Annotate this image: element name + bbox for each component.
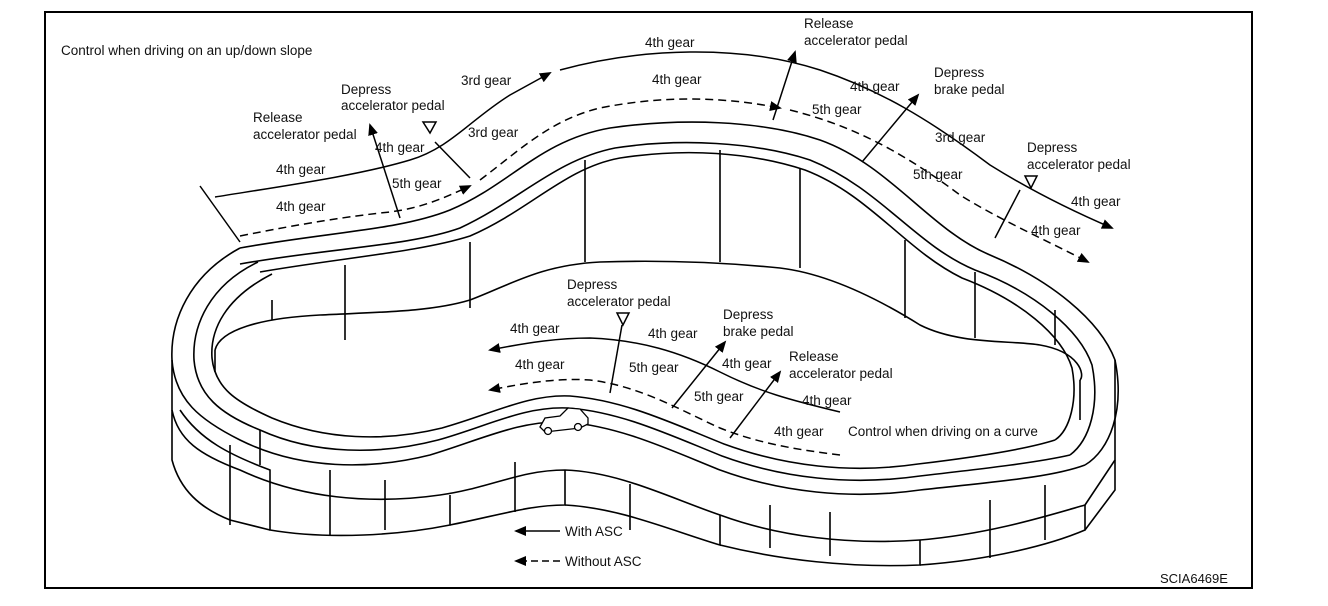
- triangle-curve-depress: [615, 312, 631, 327]
- curve-gear-label: 4th gear: [510, 321, 560, 336]
- event-label: brake pedal: [934, 82, 1005, 97]
- track-wall: [171, 121, 1119, 567]
- legend-lines: [514, 526, 560, 566]
- slope-gear-label: 3rd gear: [468, 125, 519, 140]
- event-label: brake pedal: [723, 324, 794, 339]
- curve-gear-label: 5th gear: [629, 360, 679, 375]
- slope-gear-label: 4th gear: [652, 72, 702, 87]
- curve-path-with-asc: [488, 337, 841, 413]
- marker-curve-depress: [609, 324, 623, 394]
- slope-gear-label: 4th gear: [1031, 223, 1081, 238]
- slope-gear-label: 5th gear: [392, 176, 442, 191]
- slope-path-without-asc-3: [789, 109, 1090, 263]
- legend-without-asc: Without ASC: [565, 554, 642, 569]
- curve-title: Control when driving on a curve: [848, 424, 1038, 439]
- slope-gear-label: 3rd gear: [935, 130, 986, 145]
- slope-gear-label: 4th gear: [276, 199, 326, 214]
- slope-path-with-asc-2: [559, 51, 1114, 229]
- slope-gear-label: 4th gear: [1071, 194, 1121, 209]
- marker-brake-1: [861, 93, 920, 163]
- curve-gear-label: 4th gear: [722, 356, 772, 371]
- slope-path-without-asc-1: [239, 185, 472, 237]
- triangle-depress-1: [421, 121, 438, 135]
- event-label: Depress: [934, 65, 985, 80]
- curve-paths: [488, 312, 841, 456]
- curve-gear-label: 4th gear: [774, 424, 824, 439]
- slope-gear-label: 4th gear: [850, 79, 900, 94]
- slope-paths: [199, 50, 1114, 263]
- event-label: Depress: [1027, 140, 1078, 155]
- marker-curve-brake: [671, 340, 727, 409]
- slope-gear-label: 4th gear: [276, 162, 326, 177]
- event-label: accelerator pedal: [567, 294, 671, 309]
- car-icon: [539, 407, 589, 436]
- slope-gear-label: 4th gear: [645, 35, 695, 50]
- slope-gear-label: 3rd gear: [461, 73, 512, 88]
- event-label: Release: [253, 110, 303, 125]
- slope-gear-label: 5th gear: [913, 167, 963, 182]
- marker-release-1: [368, 123, 401, 219]
- slope-gear-label: 5th gear: [812, 102, 862, 117]
- marker-release-2: [772, 50, 797, 121]
- event-label: Release: [804, 16, 854, 31]
- curve-gear-label: 4th gear: [802, 393, 852, 408]
- event-label: Depress: [567, 277, 618, 292]
- slope-path-with-asc-1: [214, 72, 552, 198]
- triangle-depress-2: [1023, 175, 1039, 190]
- event-label: accelerator pedal: [1027, 157, 1131, 172]
- event-label: Depress: [341, 82, 392, 97]
- curve-gear-label: 4th gear: [648, 326, 698, 341]
- event-label: accelerator pedal: [253, 127, 357, 142]
- event-label: accelerator pedal: [804, 33, 908, 48]
- slope-gear-label: 4th gear: [375, 140, 425, 155]
- curve-gear-label: 4th gear: [515, 357, 565, 372]
- curve-gear-label: 5th gear: [694, 389, 744, 404]
- legend-with-asc: With ASC: [565, 524, 623, 539]
- diagram-frame: [44, 11, 1253, 589]
- event-label: accelerator pedal: [789, 366, 893, 381]
- event-label: Release: [789, 349, 839, 364]
- slope-path-without-asc-2: [479, 98, 782, 181]
- curve-path-without-asc: [488, 378, 841, 456]
- event-label: Depress: [723, 307, 774, 322]
- marker-depress-1: [434, 141, 471, 179]
- event-label: accelerator pedal: [341, 98, 445, 113]
- marker-depress-2: [994, 189, 1021, 239]
- slope-title: Control when driving on an up/down slope: [61, 43, 313, 58]
- marker-curve-release: [729, 370, 782, 439]
- start-line: [199, 185, 241, 243]
- figure-code: SCIA6469E: [1160, 571, 1228, 586]
